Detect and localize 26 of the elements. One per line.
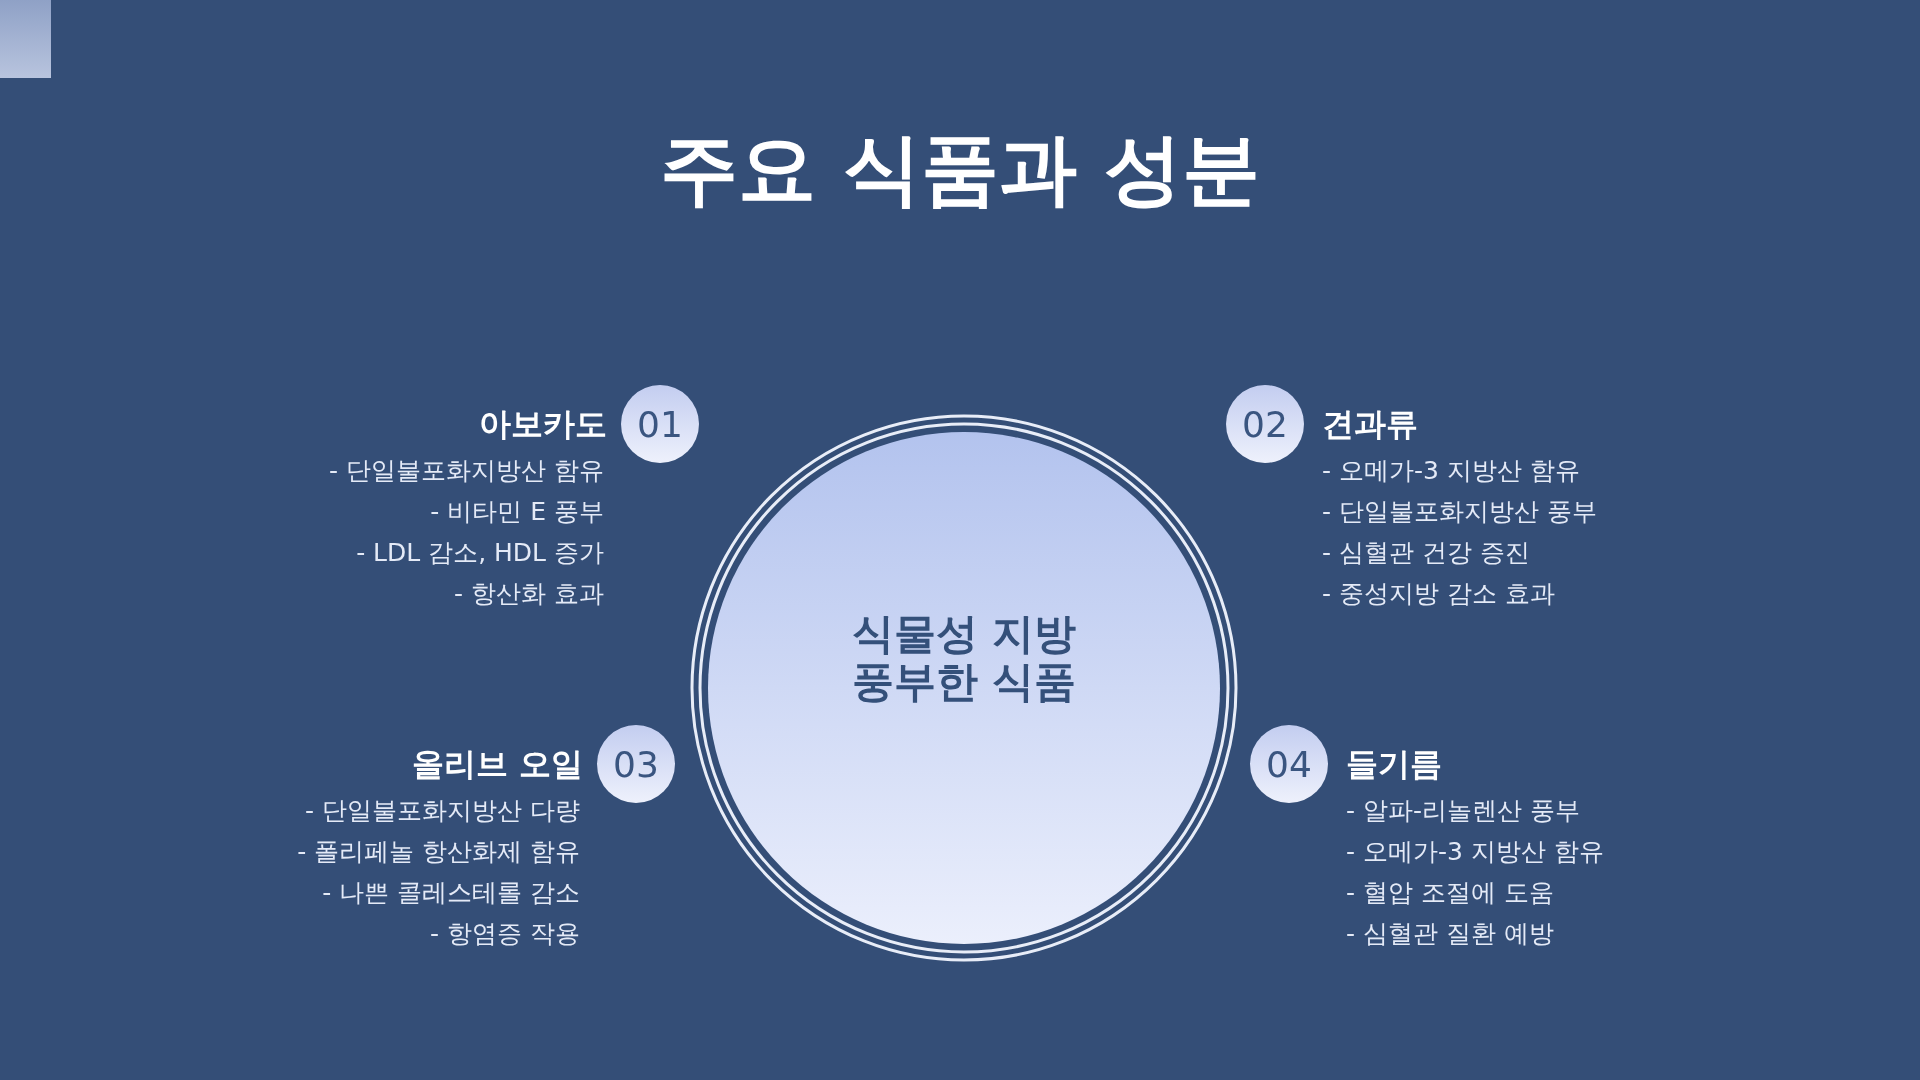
- bullet-text: - 비타민 E 풍부: [430, 496, 604, 528]
- bullet-text: - 혈압 조절에 도움: [1346, 877, 1554, 909]
- bullet-text: - 알파-리놀렌산 풍부: [1346, 795, 1580, 827]
- center-label: 식물성 지방 풍부한 식품: [850, 610, 1078, 706]
- bullet-text: - 오메가-3 지방산 함유: [1322, 455, 1580, 487]
- item-heading: 견과류: [1322, 404, 1418, 444]
- bullet-text: - 폴리페놀 항산화제 함유: [297, 836, 580, 868]
- bullet-text: - 중성지방 감소 효과: [1322, 578, 1555, 610]
- bullet-text: - 항산화 효과: [454, 578, 604, 610]
- item-heading: 올리브 오일: [411, 744, 583, 784]
- number-badge: 03: [597, 725, 675, 803]
- bullet-text: - 항염증 작용: [430, 918, 580, 950]
- bullet-text: - 심혈관 질환 예방: [1346, 918, 1554, 950]
- item-heading: 들기름: [1346, 744, 1442, 784]
- bullet-text: - 나쁜 콜레스테롤 감소: [322, 877, 580, 909]
- bullet-text: - 단일불포화지방산 풍부: [1322, 496, 1597, 528]
- bullet-text: - 오메가-3 지방산 함유: [1346, 836, 1604, 868]
- slide-title: 주요 식품과 성분: [658, 123, 1262, 216]
- bullet-text: - LDL 감소, HDL 증가: [356, 537, 604, 569]
- number-badge: 04: [1250, 725, 1328, 803]
- item-heading: 아보카도: [479, 404, 607, 444]
- number-badge: 02: [1226, 385, 1304, 463]
- bullet-text: - 심혈관 건강 증진: [1322, 537, 1530, 569]
- number-badge: 01: [621, 385, 699, 463]
- bullet-text: - 단일불포화지방산 다량: [305, 795, 580, 827]
- bullet-text: - 단일불포화지방산 함유: [329, 455, 604, 487]
